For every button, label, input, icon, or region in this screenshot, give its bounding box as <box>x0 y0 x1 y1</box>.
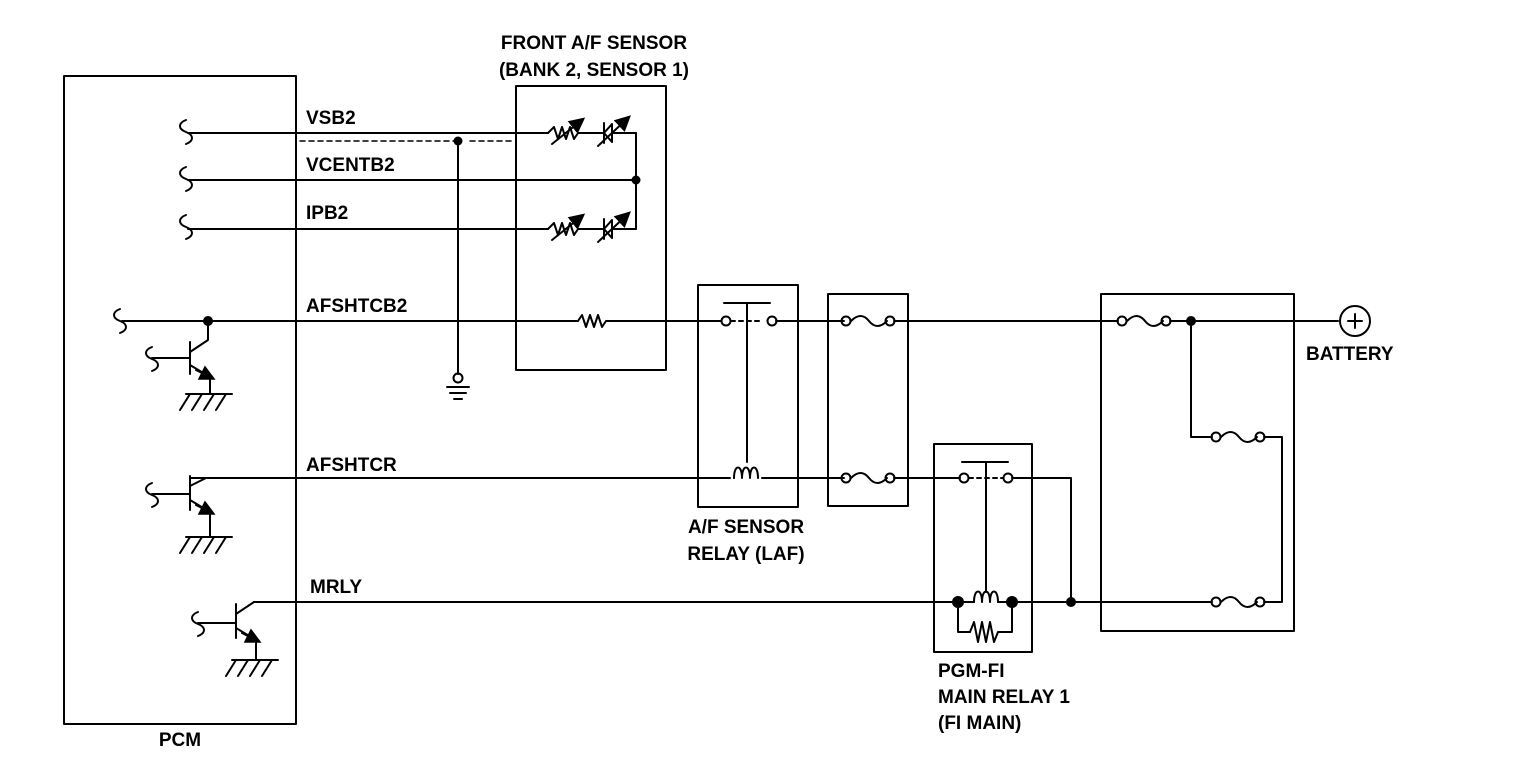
junction-vcent <box>631 175 641 185</box>
transistor-afshtcr <box>189 475 211 513</box>
ground-afshtcr <box>179 536 233 554</box>
fi-relay-resistor <box>969 601 1013 643</box>
fuse-upper <box>850 315 888 327</box>
break-ipb2 <box>179 214 193 240</box>
wire-label-ipb2: IPB2 <box>306 203 349 224</box>
wire-label-mrly: MRLY <box>310 577 363 598</box>
laf-relay-coil <box>733 466 759 479</box>
laf-relay-switch <box>723 302 771 322</box>
laf-relay-label-line1: A/F SENSOR <box>687 517 805 538</box>
fuse-block-box <box>827 293 909 507</box>
battery-terminal <box>1339 305 1371 337</box>
ground-afshtcb2 <box>179 393 233 411</box>
wire-label-vsb2: VSB2 <box>306 108 356 129</box>
fuse-right-mid <box>1220 431 1258 443</box>
af-sensor-label-line1: FRONT A/F SENSOR <box>500 33 688 54</box>
laf-relay-box <box>697 284 799 508</box>
af-sensor-label-line2: (BANK 2, SENSOR 1) <box>498 60 690 81</box>
pcm-box <box>63 75 297 725</box>
fuse-lower <box>850 472 888 484</box>
wire-label-afshtcb2: AFSHTCB2 <box>306 296 408 317</box>
junction-fi-coil-left <box>952 596 964 608</box>
transistor-afshtcb2 <box>189 320 211 378</box>
break-afshtcb2 <box>113 308 127 334</box>
battery-label: BATTERY <box>1306 344 1394 365</box>
fi-relay-label-line3: (FI MAIN) <box>938 713 1022 734</box>
break-vsb2 <box>179 119 193 145</box>
sensor-cell-ipb2-resistor <box>547 222 591 236</box>
wire-label-vcentb2: VCENTB2 <box>306 155 395 176</box>
junction-shield <box>453 136 463 146</box>
fuse-right-top <box>1126 315 1164 327</box>
junction-fi-main-out <box>1066 597 1076 607</box>
fi-relay-label-line2: MAIN RELAY 1 <box>938 687 1070 708</box>
fi-relay-switch <box>961 461 1009 479</box>
sensor-cell-vsb2-resistor <box>547 126 591 140</box>
fuse-right-bottom <box>1220 596 1258 608</box>
fi-relay-coil <box>973 590 999 603</box>
fuse-box-right <box>1100 293 1295 632</box>
break-vcentb2 <box>179 166 193 192</box>
pcm-label: PCM <box>158 730 202 751</box>
fi-relay-label-line1: PGM-FI <box>938 661 1005 682</box>
junction-battery-feed <box>1186 316 1196 326</box>
junction-fi-coil-right <box>1006 596 1018 608</box>
wire-label-afshtcr: AFSHTCR <box>306 455 397 476</box>
fi-main-relay-box <box>933 443 1033 653</box>
ground-shield <box>446 386 470 400</box>
ground-mrly <box>225 659 279 677</box>
heater-resistor <box>577 314 722 328</box>
junction-afshtcb2 <box>203 316 213 326</box>
laf-relay-label-line2: RELAY (LAF) <box>687 544 805 565</box>
